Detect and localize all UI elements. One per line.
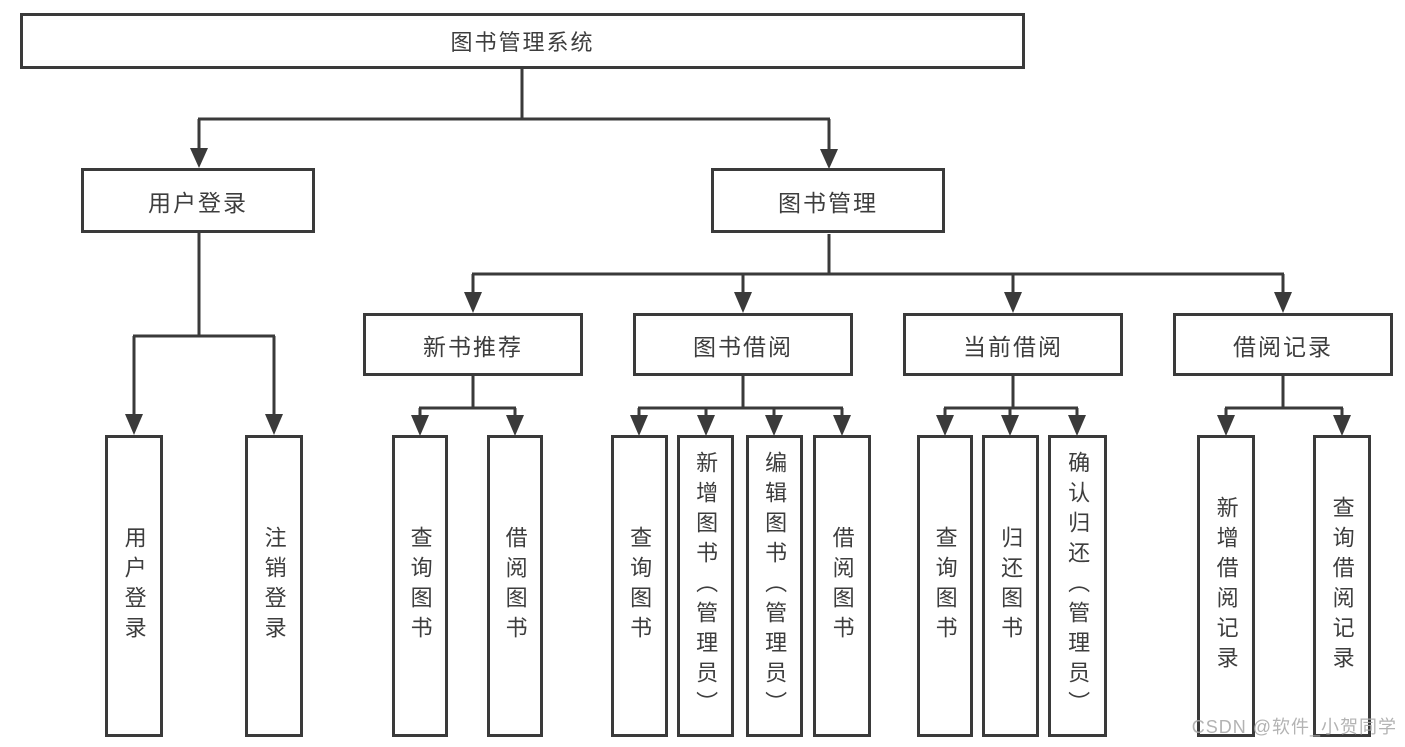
leaf-query-books-recommend: 查询图书: [392, 435, 448, 737]
leaf-query-books-current: 查询图书: [917, 435, 973, 737]
leaf-edit-books-admin: 编辑图书（管理员）: [746, 435, 803, 737]
leaf-query-books-borrow: 查询图书: [611, 435, 668, 737]
node-new-book-recommend-label: 新书推荐: [423, 333, 523, 360]
node-borrow-records: 借阅记录: [1173, 313, 1393, 376]
leaf-query-borrow-record-label: 查询借阅记录: [1329, 496, 1355, 676]
node-root-system-label: 图书管理系统: [450, 30, 595, 55]
csdn-watermark: CSDN @软件_小贺同学: [1191, 717, 1397, 737]
leaf-borrow-books-label: 借阅图书: [829, 526, 855, 646]
node-current-borrow-label: 当前借阅: [963, 333, 1063, 360]
leaf-borrow-books-recommend: 借阅图书: [487, 435, 543, 737]
leaf-borrow-books-recommend-label: 借阅图书: [502, 526, 528, 646]
leaf-return-books: 归还图书: [982, 435, 1039, 737]
leaf-add-borrow-record-label: 新增借阅记录: [1213, 496, 1239, 676]
leaf-query-books-recommend-label: 查询图书: [407, 526, 433, 646]
leaf-edit-books-admin-label: 编辑图书（管理员）: [762, 451, 788, 721]
leaf-add-books-admin: 新增图书（管理员）: [677, 435, 734, 737]
leaf-borrow-books: 借阅图书: [813, 435, 871, 737]
node-borrow-records-label: 借阅记录: [1233, 333, 1333, 360]
node-current-borrow: 当前借阅: [903, 313, 1123, 376]
leaf-query-books-current-label: 查询图书: [932, 526, 958, 646]
node-root-system: 图书管理系统: [20, 13, 1025, 69]
leaf-confirm-return-admin-label: 确认归还（管理员）: [1065, 451, 1091, 721]
leaf-add-borrow-record: 新增借阅记录: [1197, 435, 1255, 737]
node-book-borrow-label: 图书借阅: [693, 333, 793, 360]
node-book-management-label: 图书管理: [778, 189, 878, 216]
leaf-logout-label: 注销登录: [261, 526, 287, 646]
leaf-confirm-return-admin: 确认归还（管理员）: [1048, 435, 1107, 737]
leaf-user-login-label: 用户登录: [121, 526, 147, 646]
leaf-user-login: 用户登录: [105, 435, 163, 737]
leaf-return-books-label: 归还图书: [998, 526, 1024, 646]
leaf-add-books-admin-label: 新增图书（管理员）: [693, 451, 719, 721]
leaf-logout: 注销登录: [245, 435, 303, 737]
node-book-management: 图书管理: [711, 168, 945, 233]
node-user-login-label: 用户登录: [148, 189, 248, 216]
leaf-query-books-borrow-label: 查询图书: [627, 526, 653, 646]
node-book-borrow: 图书借阅: [633, 313, 853, 376]
node-new-book-recommend: 新书推荐: [363, 313, 583, 376]
leaf-query-borrow-record: 查询借阅记录: [1313, 435, 1371, 737]
node-user-login: 用户登录: [81, 168, 315, 233]
